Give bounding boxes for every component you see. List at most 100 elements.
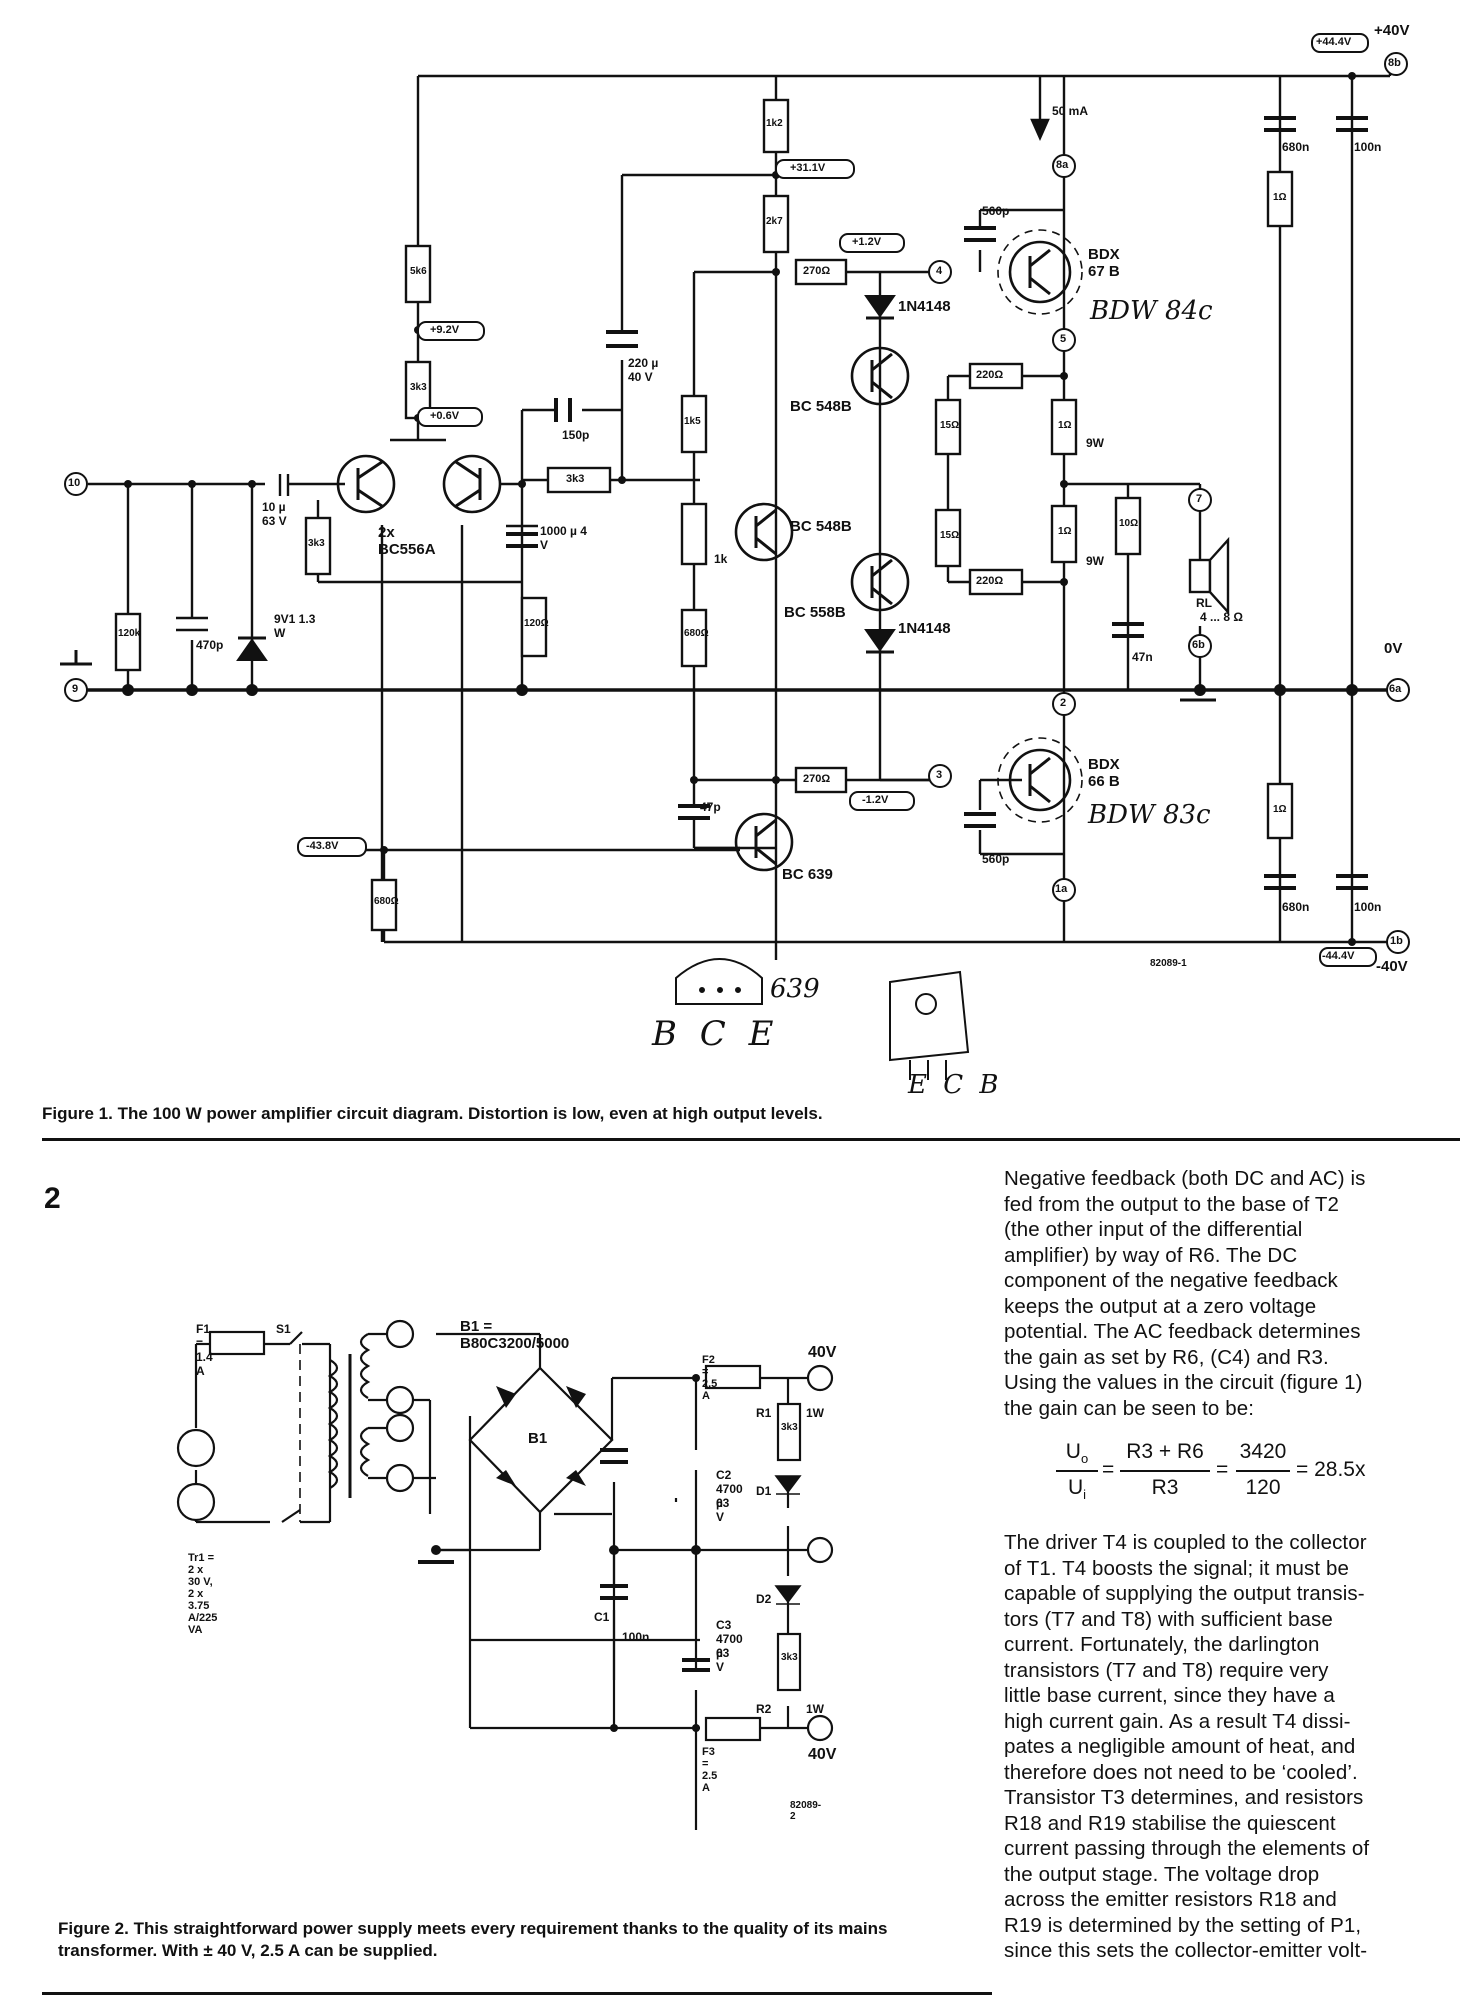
c8-value: 560p bbox=[982, 852, 1010, 866]
rail-neg-label: -40V bbox=[1376, 958, 1408, 975]
d2-label: 1N4148 bbox=[898, 298, 951, 315]
d2-label: D2 bbox=[756, 1592, 772, 1606]
c3-value: 4700 µ bbox=[716, 1632, 743, 1660]
text-line: current. Fortunately, the darlington bbox=[1004, 1633, 1320, 1656]
terminal-8a: 8a bbox=[1056, 159, 1069, 171]
figure2-ref: 82089-2 bbox=[790, 1800, 822, 1822]
text-line: The driver T4 is coupled to the collecto… bbox=[1004, 1531, 1367, 1554]
formula-lhs-numerator: Uo bbox=[1065, 1440, 1089, 1467]
t7-handwritten-label: BDW 84c bbox=[1090, 296, 1213, 326]
r11-value: 2k7 bbox=[766, 216, 783, 227]
fraction-bar bbox=[1056, 1470, 1098, 1472]
probe-06v: +0.6V bbox=[430, 410, 460, 422]
handwritten-pkg-number: 639 bbox=[770, 974, 820, 1004]
formula-lhs-denominator: Ui bbox=[1067, 1476, 1087, 1503]
figure2-number: 2 bbox=[44, 1182, 61, 1215]
terminal-2: 2 bbox=[1060, 697, 1067, 709]
r20-value: 10Ω bbox=[1119, 518, 1139, 529]
r2-power: 1W bbox=[806, 1702, 824, 1716]
fraction-bar bbox=[1120, 1470, 1210, 1472]
figure2-caption: Figure 2. This straightforward power sup… bbox=[58, 1919, 888, 1960]
r1-power: 1W bbox=[806, 1406, 824, 1420]
text-line: high current gain. As a result T4 dissi- bbox=[1004, 1709, 1351, 1733]
c1-value: 470p bbox=[196, 638, 224, 652]
c3-volt: 63 V bbox=[716, 1646, 730, 1674]
c2-label: C2 bbox=[716, 1468, 732, 1482]
probe-pos44: +44.4V bbox=[1316, 36, 1352, 48]
power-supply-schematic bbox=[176, 1319, 834, 1830]
r14-value: 15Ω bbox=[940, 420, 960, 431]
terminal-7: 7 bbox=[1196, 493, 1203, 505]
text-line: (the other input of the differential bbox=[1004, 1218, 1303, 1241]
formula-right-denominator: 120 bbox=[1245, 1476, 1281, 1499]
t8-handwritten-label: BDW 83c bbox=[1088, 800, 1211, 830]
t4-label: BC 639 bbox=[782, 866, 833, 883]
load-value: 4 ... 8 Ω bbox=[1200, 610, 1243, 624]
text-line: Negative feedback (both DC and AC) is bbox=[1004, 1167, 1366, 1190]
d3-label: 1N4148 bbox=[898, 620, 951, 637]
terminal-8b: 8b bbox=[1388, 57, 1401, 69]
fuse2-label: F2 = 2.5 A bbox=[702, 1354, 718, 1402]
text-line: the gain as set by R6, (C4) and R3. bbox=[1004, 1345, 1329, 1369]
gain-formula: Uo Ui = R3 + R6 R3 = 3420 120 = 28.5x bbox=[1056, 1440, 1456, 1520]
r17-value: 220Ω bbox=[976, 575, 1004, 587]
fuse1-label: F1 = 1.4 A bbox=[196, 1322, 213, 1378]
text-line: therefore does not need to be ‘cooled’. bbox=[1004, 1760, 1358, 1784]
c7-value: 560p bbox=[982, 204, 1010, 218]
r3-value: 120Ω bbox=[524, 618, 549, 629]
r21-value: 1Ω bbox=[1273, 192, 1287, 203]
r7-value: 1k5 bbox=[684, 416, 701, 427]
text-line: R18 and R19 stabilise the quiescent bbox=[1004, 1811, 1336, 1835]
text-line: across the emitter resistors R18 and bbox=[1004, 1888, 1337, 1911]
formula-mid-numerator: R3 + R6 bbox=[1126, 1440, 1204, 1463]
c1-label: C1 bbox=[594, 1610, 610, 1624]
r15-value: 15Ω bbox=[940, 530, 960, 541]
probe-neg44: -44.4V bbox=[1322, 950, 1355, 962]
r5-value: 3k3 bbox=[410, 382, 427, 393]
text-line: of T1. T4 boosts the signal; it must be bbox=[1004, 1556, 1349, 1580]
terminal-10: 10 bbox=[68, 477, 81, 489]
r8-value: 680Ω bbox=[684, 628, 709, 639]
bridge-short-label: B1 bbox=[528, 1430, 548, 1447]
probe-12v: +1.2V bbox=[852, 236, 882, 248]
terminal-6a: 6a bbox=[1389, 683, 1402, 695]
c5-value: 220 µ 40 V bbox=[628, 356, 659, 384]
terminal-3: 3 bbox=[936, 769, 943, 781]
t6-label: BC 558B bbox=[784, 604, 846, 621]
load-name: RL bbox=[1196, 596, 1212, 610]
r13-value: 270Ω bbox=[803, 773, 831, 785]
c2-value: 10 µ 63 V bbox=[262, 500, 287, 528]
figure1-caption: Figure 1. The 100 W power amplifier circ… bbox=[42, 1104, 823, 1123]
handwritten-pins-ecb: E C B bbox=[908, 1070, 1003, 1100]
probe-9v: +9.2V bbox=[430, 324, 460, 336]
text-line: keeps the output at a zero voltage bbox=[1004, 1294, 1317, 1318]
article-text-block-2: The driver T4 is coupled to the collecto… bbox=[1004, 1530, 1464, 1964]
r1-value: 3k3 bbox=[781, 1422, 798, 1433]
amplifier-schematic bbox=[60, 33, 1410, 967]
r6-value: 3k3 bbox=[566, 473, 585, 485]
terminal-9: 9 bbox=[72, 683, 79, 695]
r16-value: 220Ω bbox=[976, 369, 1004, 381]
article-text-block-1: Negative feedback (both DC and AC) is fe… bbox=[1004, 1166, 1464, 1421]
terminal-1b: 1b bbox=[1390, 935, 1403, 947]
transformer-label: Tr1 = 2 x 30 V, 2 x 3.75 A/225 VA bbox=[188, 1552, 218, 1636]
t7-label: BDX 67 B bbox=[1088, 246, 1120, 280]
terminal-6b: 6b bbox=[1192, 639, 1205, 651]
handwritten-pins-bce: B C E bbox=[652, 1014, 780, 1054]
probe-31v: +31.1V bbox=[790, 162, 826, 174]
text-line: since this sets the collector-emitter vo… bbox=[1004, 1939, 1368, 1962]
divider-line-2 bbox=[42, 1992, 992, 1995]
text-line: capable of supplying the output transis- bbox=[1004, 1582, 1365, 1605]
text-line: component of the negative feedback bbox=[1004, 1269, 1338, 1292]
rail-pos-label: +40V bbox=[1374, 22, 1410, 39]
text-line: Transistor T3 determines, and resistors bbox=[1004, 1786, 1364, 1809]
text-line: current passing through the elements of bbox=[1004, 1837, 1370, 1860]
c3-value: 150p bbox=[562, 428, 590, 442]
r18-value: 1Ω bbox=[1058, 420, 1072, 431]
bridge-label: B1 = B80C3200/5000 bbox=[460, 1318, 570, 1352]
text-line: transistors (T7 and T8) require very bbox=[1004, 1658, 1329, 1682]
r1-label: R1 bbox=[756, 1406, 772, 1420]
text-line: little base current, since they have a bbox=[1004, 1684, 1335, 1707]
terminal-4: 4 bbox=[936, 265, 943, 277]
figure1-ref: 82089-1 bbox=[1150, 958, 1187, 969]
